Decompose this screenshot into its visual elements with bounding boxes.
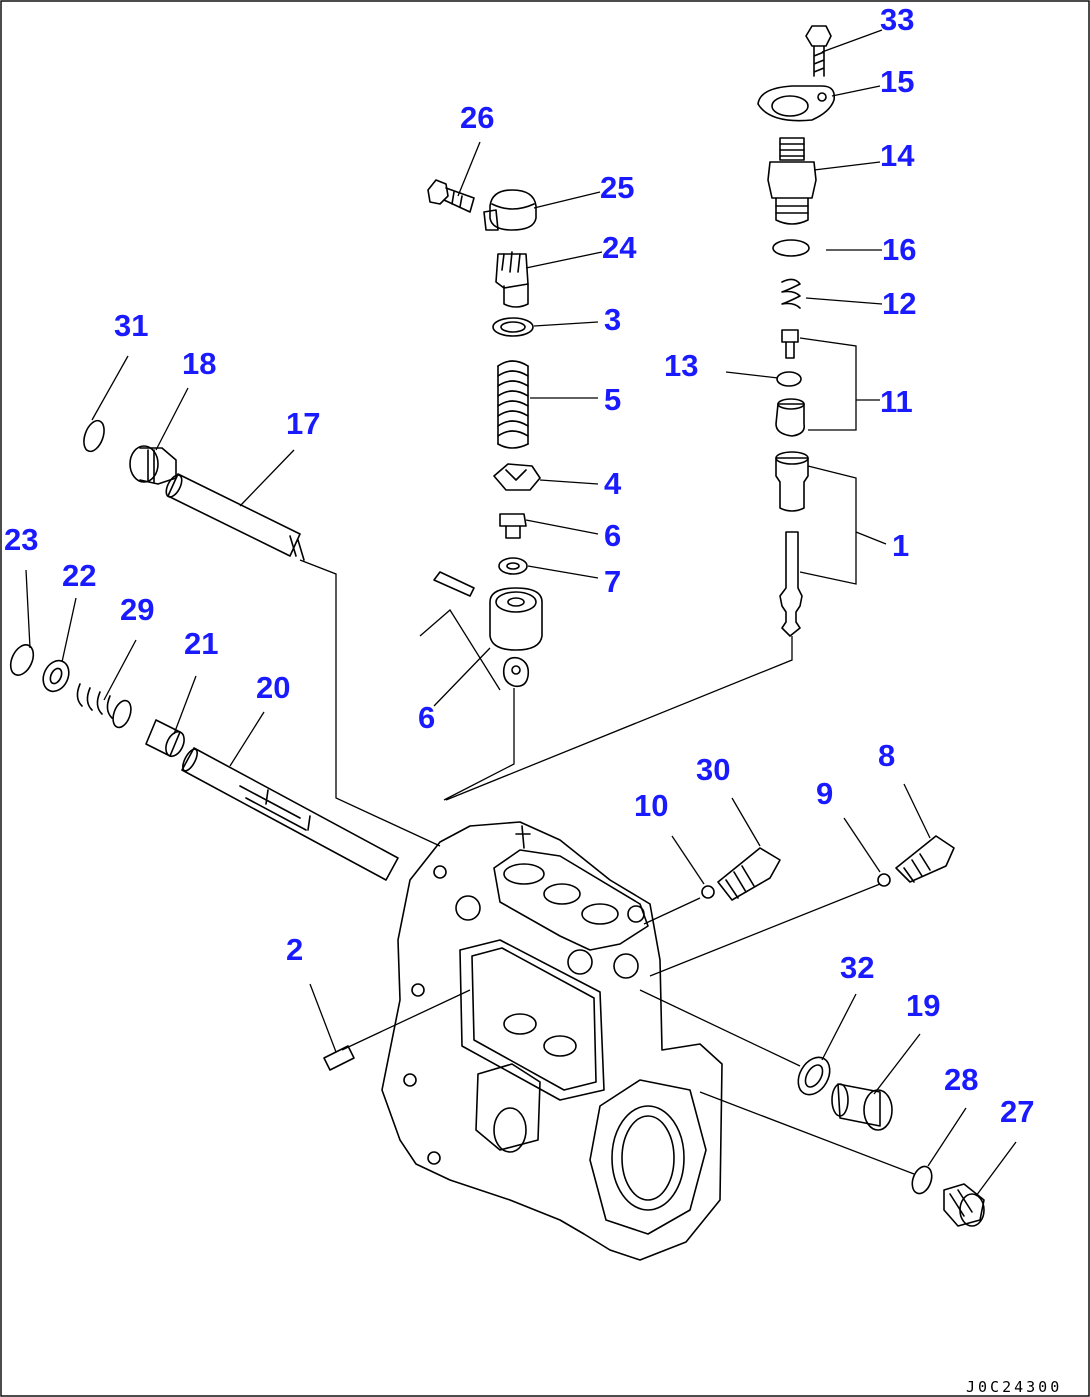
part-21-collar bbox=[145, 719, 185, 758]
part-22-washer bbox=[42, 659, 70, 693]
callout-3: 3 bbox=[604, 302, 621, 337]
part-18-plug bbox=[129, 445, 177, 485]
callout-8: 8 bbox=[878, 738, 895, 773]
callout-26: 26 bbox=[460, 100, 494, 135]
callout-27: 27 bbox=[1000, 1094, 1034, 1129]
callout-6-lower: 6 bbox=[418, 700, 435, 735]
callout-17: 17 bbox=[286, 406, 320, 441]
callout-16: 16 bbox=[882, 232, 916, 267]
part-6-tappet bbox=[433, 571, 543, 688]
part-2-pin bbox=[323, 1045, 355, 1071]
callout-22: 22 bbox=[62, 558, 96, 593]
part-20-control-rack bbox=[181, 747, 399, 881]
part-13-gasket bbox=[776, 371, 802, 387]
part-4-lower-spring-seat bbox=[493, 463, 541, 491]
callout-6-upper: 6 bbox=[604, 518, 621, 553]
part-5-plunger-spring bbox=[497, 360, 529, 449]
part-7-washer bbox=[498, 557, 528, 575]
callout-29: 29 bbox=[120, 592, 154, 627]
part-31-o-ring bbox=[83, 419, 105, 453]
part-29-spring bbox=[76, 683, 132, 729]
part-10-ball bbox=[701, 885, 715, 899]
callout-12: 12 bbox=[882, 286, 916, 321]
callout-15: 15 bbox=[880, 64, 914, 99]
callout-13: 13 bbox=[664, 348, 698, 383]
part-19-plug bbox=[831, 1083, 893, 1131]
callout-10: 10 bbox=[634, 788, 668, 823]
callout-28: 28 bbox=[944, 1062, 978, 1097]
part-24-control-sleeve bbox=[495, 251, 529, 308]
part-32-gasket bbox=[797, 1056, 831, 1096]
part-16-o-ring bbox=[772, 239, 810, 257]
part-14-valve-holder bbox=[767, 137, 817, 225]
callout-2: 2 bbox=[286, 932, 303, 967]
part-33-bolt bbox=[805, 25, 832, 77]
part-23-snap-ring bbox=[9, 644, 35, 676]
callout-30: 30 bbox=[696, 752, 730, 787]
callout-20: 20 bbox=[256, 670, 290, 705]
callout-21: 21 bbox=[184, 626, 218, 661]
part-8-bleeder-valve bbox=[895, 835, 955, 883]
callout-32: 32 bbox=[840, 950, 874, 985]
callout-9: 9 bbox=[816, 776, 833, 811]
part-25-clamp bbox=[483, 189, 537, 231]
part-9-ball bbox=[877, 873, 891, 887]
callout-18: 18 bbox=[182, 346, 216, 381]
part-6-adjust-bolt bbox=[499, 513, 527, 539]
part-1-plunger-barrel bbox=[775, 451, 809, 637]
part-28-o-ring bbox=[911, 1165, 933, 1195]
callout-19: 19 bbox=[906, 988, 940, 1023]
callout-33: 33 bbox=[880, 2, 914, 37]
callout-labels: 33 15 14 16 12 13 11 1 26 25 24 3 5 4 6 … bbox=[4, 2, 1034, 1129]
part-30-overflow-valve bbox=[717, 847, 781, 901]
callout-24: 24 bbox=[602, 230, 637, 265]
part-11-delivery-valve bbox=[775, 329, 806, 437]
callout-23: 23 bbox=[4, 522, 38, 557]
part-15-flange bbox=[757, 85, 836, 122]
callout-14: 14 bbox=[880, 138, 915, 173]
part-12-spring bbox=[781, 278, 801, 309]
callout-11: 11 bbox=[880, 384, 913, 419]
assembly-guide-lines bbox=[299, 559, 915, 1175]
callout-5: 5 bbox=[604, 382, 621, 417]
drawing-code: J0C24300 bbox=[966, 1378, 1062, 1396]
callout-4: 4 bbox=[604, 466, 622, 501]
part-27-plug bbox=[943, 1183, 985, 1227]
part-17-control-rod bbox=[165, 473, 305, 561]
part-3-spring-seat bbox=[492, 317, 534, 337]
callout-25: 25 bbox=[600, 170, 634, 205]
part-26-bolt bbox=[427, 179, 475, 213]
callout-1: 1 bbox=[892, 528, 909, 563]
callout-7: 7 bbox=[604, 564, 621, 599]
callout-31: 31 bbox=[114, 308, 148, 343]
callout-leaders bbox=[25, 29, 1017, 1197]
part-pump-housing bbox=[381, 821, 723, 1261]
